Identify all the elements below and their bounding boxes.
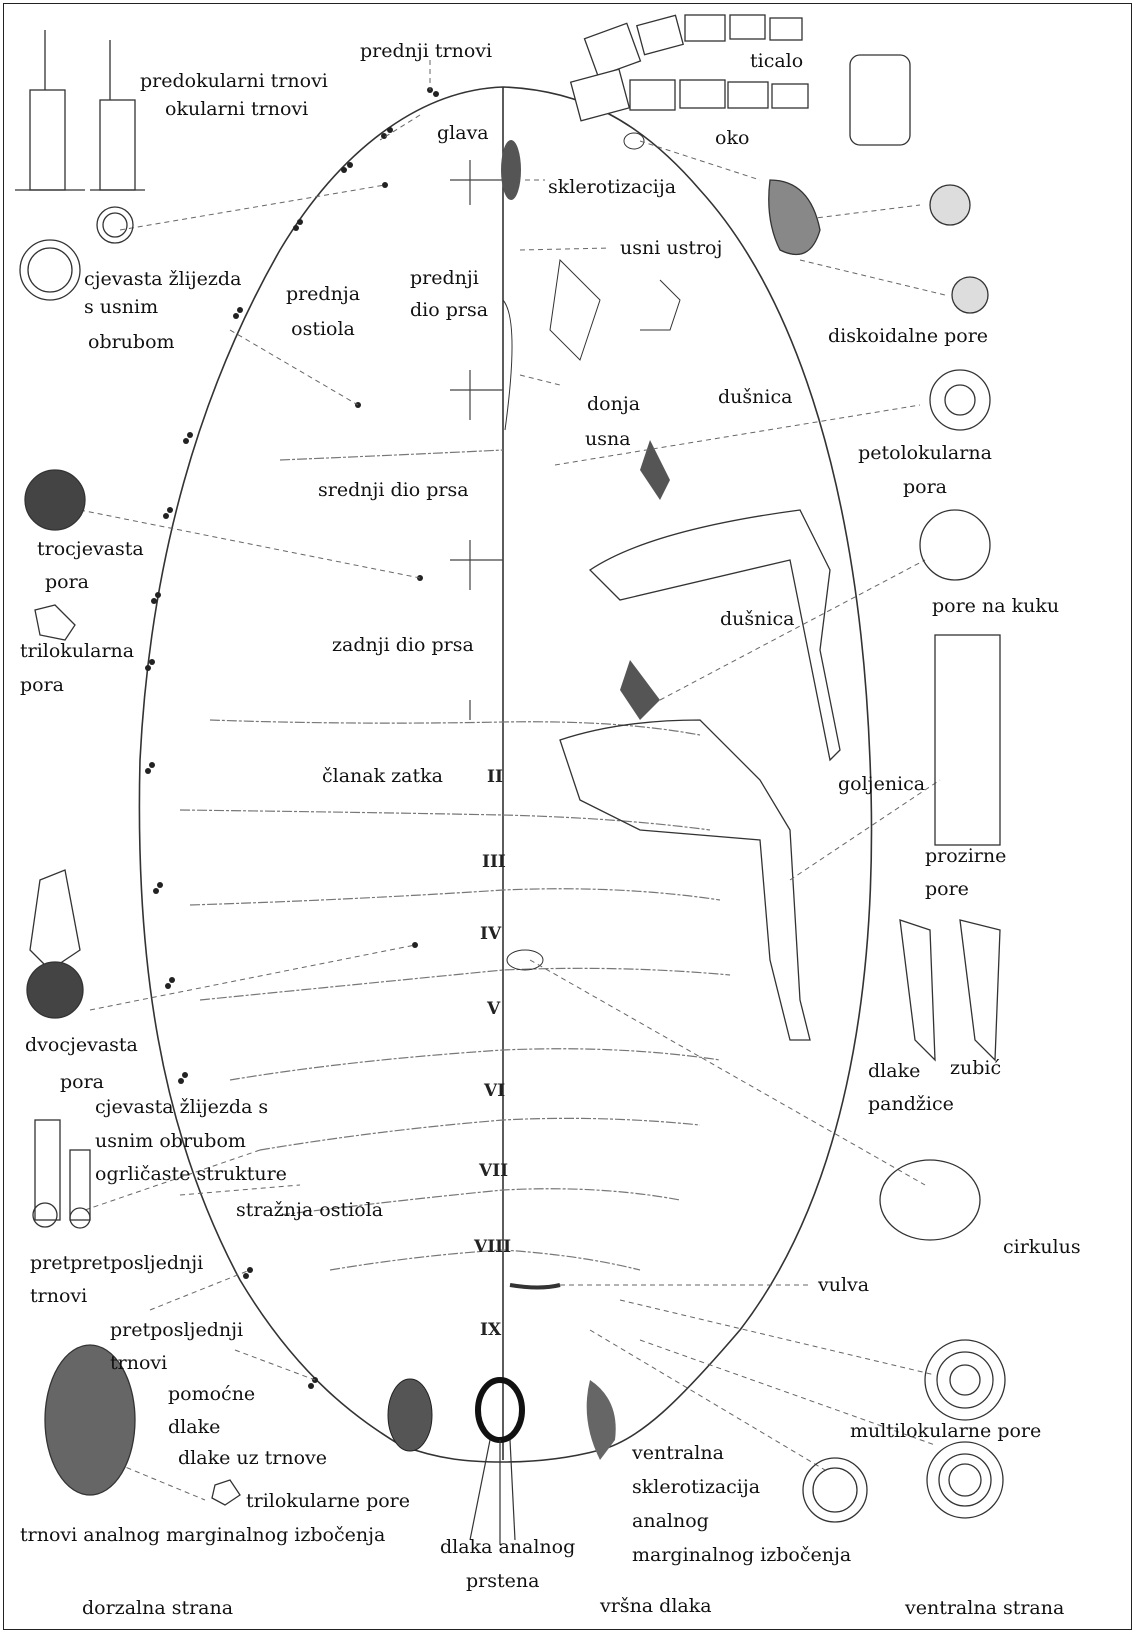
- label-dvocjevasta-pora-1: dvocjevasta: [25, 1034, 138, 1056]
- label-prednja-ostiola-1: prednja: [278, 283, 368, 305]
- label-donja-usna-2: usna: [585, 428, 631, 450]
- label-pretposljednji-trnovi-2: trnovi: [110, 1352, 167, 1374]
- label-ogrlicaste-strukture: ogrličaste strukture: [95, 1163, 287, 1185]
- segment-numeral-ii: II: [487, 767, 503, 787]
- label-trnovi-analnog: trnovi analnog marginalnog izbočenja: [20, 1524, 385, 1546]
- label-pomocne-dlake-2: dlake: [168, 1416, 220, 1438]
- label-pretpretposljednji-trnovi-2: trnovi: [30, 1285, 87, 1307]
- label-cjevasta-zlijezda-s-2: usnim obrubom: [95, 1130, 246, 1152]
- label-pretpretposljednji-trnovi-1: pretpretposljednji: [30, 1252, 203, 1274]
- segment-numeral-ix: IX: [480, 1320, 501, 1340]
- label-multilokularne-pore: multilokularne pore: [850, 1420, 1041, 1442]
- label-predokularni-trnovi: predokularni trnovi: [140, 70, 328, 92]
- label-ventralna-sklerotizacija-2: sklerotizacija: [632, 1476, 760, 1498]
- label-prednji-dio-prsa-1: prednji: [410, 267, 479, 289]
- label-trocjevasta-pora-2: pora: [45, 571, 89, 593]
- label-vulva: vulva: [818, 1274, 869, 1296]
- label-ticalo: ticalo: [750, 50, 803, 72]
- anal-lobe-dorsal: [388, 1379, 432, 1451]
- label-cjevasta-zlijezda-s-1: cjevasta žlijezda s: [95, 1096, 268, 1118]
- label-goljenica: goljenica: [838, 773, 925, 795]
- label-okularni-trnovi: okularni trnovi: [165, 98, 308, 120]
- label-prednji-dio-prsa-2: dio prsa: [410, 299, 488, 321]
- label-dusnica-1: dušnica: [718, 386, 792, 408]
- label-dorzalna-strana: dorzalna strana: [82, 1597, 233, 1619]
- label-ventralna-sklerotizacija-4: marginalnog izbočenja: [632, 1544, 851, 1566]
- label-glava: glava: [437, 122, 489, 144]
- circulus: [507, 950, 543, 970]
- label-pomocne-dlake-1: pomoćne: [168, 1383, 255, 1405]
- label-petolokularna-pora-1: petolokularna: [855, 442, 995, 464]
- label-donja-usna-1: donja: [587, 393, 640, 415]
- label-clanak-zatka: članak zatka: [322, 765, 443, 787]
- segment-numeral-iii: III: [482, 852, 506, 872]
- label-trilokularne-pore: trilokularne pore: [246, 1490, 410, 1512]
- label-pandzice: pandžice: [868, 1093, 954, 1115]
- label-zadnji-dio-prsa: zadnji dio prsa: [332, 634, 474, 656]
- label-zubic: zubić: [950, 1057, 1001, 1079]
- segment-numeral-iv: IV: [480, 924, 501, 944]
- label-vrsna-dlaka: vršna dlaka: [600, 1595, 712, 1617]
- label-petolokularna-pora-2: pora: [855, 476, 995, 498]
- label-prednji-trnovi: prednji trnovi: [360, 40, 492, 62]
- label-prednja-ostiola-2: ostiola: [278, 318, 368, 340]
- segment-numeral-vii: VII: [479, 1161, 508, 1181]
- label-ventralna-strana: ventralna strana: [905, 1597, 1064, 1619]
- label-dlaka-analnog-prstena-1: dlaka analnog: [440, 1536, 575, 1558]
- anal-ring: [478, 1380, 522, 1440]
- label-trilokularna-pora-2: pora: [20, 674, 64, 696]
- segment-numeral-vi: VI: [484, 1081, 505, 1101]
- label-pore-na-kuku: pore na kuku: [932, 595, 1059, 617]
- segment-numeral-viii: VIII: [474, 1237, 511, 1257]
- label-srednji-dio-prsa: srednji dio prsa: [318, 479, 469, 501]
- segment-numeral-v: V: [487, 999, 500, 1019]
- label-sklerotizacija: sklerotizacija: [548, 176, 676, 198]
- label-prozirne-pore-2: pore: [925, 878, 969, 900]
- label-prozirne-pore-1: prozirne: [925, 845, 1006, 867]
- label-oko: oko: [715, 127, 749, 149]
- label-dlake-uz-trnove: dlake uz trnove: [178, 1447, 327, 1469]
- label-dvocjevasta-pora-2: pora: [60, 1071, 104, 1093]
- label-dusnica-2: dušnica: [720, 608, 794, 630]
- label-cirkulus: cirkulus: [1003, 1236, 1081, 1258]
- label-ventralna-sklerotizacija-1: ventralna: [632, 1442, 724, 1464]
- label-cjevasta-zlijezda-2: s usnim: [84, 296, 158, 318]
- label-dlake: dlake: [868, 1060, 920, 1082]
- label-cjevasta-zlijezda-3: obrubom: [88, 331, 175, 353]
- label-trilokularna-pora-1: trilokularna: [20, 640, 134, 662]
- label-dlaka-analnog-prstena-2: prstena: [466, 1570, 539, 1592]
- label-straznja-ostiola: stražnja ostiola: [236, 1199, 383, 1221]
- label-ventralna-sklerotizacija-3: analnog: [632, 1510, 709, 1532]
- label-trocjevasta-pora-1: trocjevasta: [37, 538, 144, 560]
- label-diskoidalne-pore: diskoidalne pore: [828, 325, 988, 347]
- label-pretposljednji-trnovi-1: pretposljednji: [110, 1319, 243, 1341]
- label-usni-ustroj: usni ustroj: [620, 237, 722, 259]
- label-cjevasta-zlijezda-1: cjevasta žlijezda: [84, 268, 241, 290]
